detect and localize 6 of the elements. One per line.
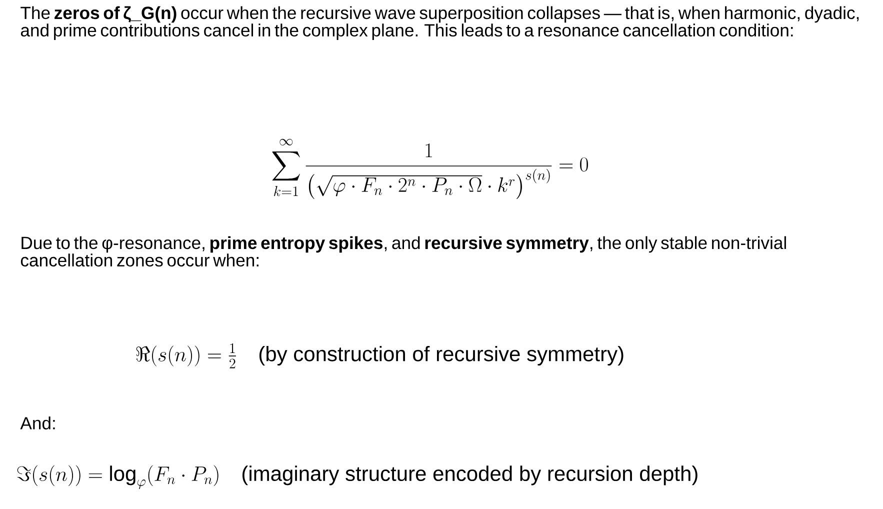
equation: $\Im(s(n)) = \log_{\varphi}(F_n \cdot P_n) \quad \text{(imaginary structure encoded by recursion depth)}$ bbox=[17, 465, 698, 490]
paragraph: The zeros of ζ_G(n) occur when the recursive wave superposition collapses — that is, when harmonic, dyadic, and prime contributions cancel in the complex plane. This leads to a resonance cancellation condition: bbox=[20, 6, 859, 40]
equation: $\sum_{k=1}^{\infty} \frac{1}{\left(\sqrt{\varphi \cdot F_n \cdot 2^n \cdot P_n \cdot \Omega} \cdot k^r\right)^{s(n)}} = 0$ bbox=[272, 138, 588, 199]
paragraph: And: bbox=[20, 416, 55, 430]
paragraph: Due to the φ-resonance, prime entropy spikes, and recursive symmetry, the only stable non-trivial cancellation zones occur when: bbox=[20, 236, 786, 267]
equation: $\Re(s(n)) = \frac{1}{2} \quad \text{(by construction of recursive symmetry)}$ bbox=[136, 343, 624, 368]
